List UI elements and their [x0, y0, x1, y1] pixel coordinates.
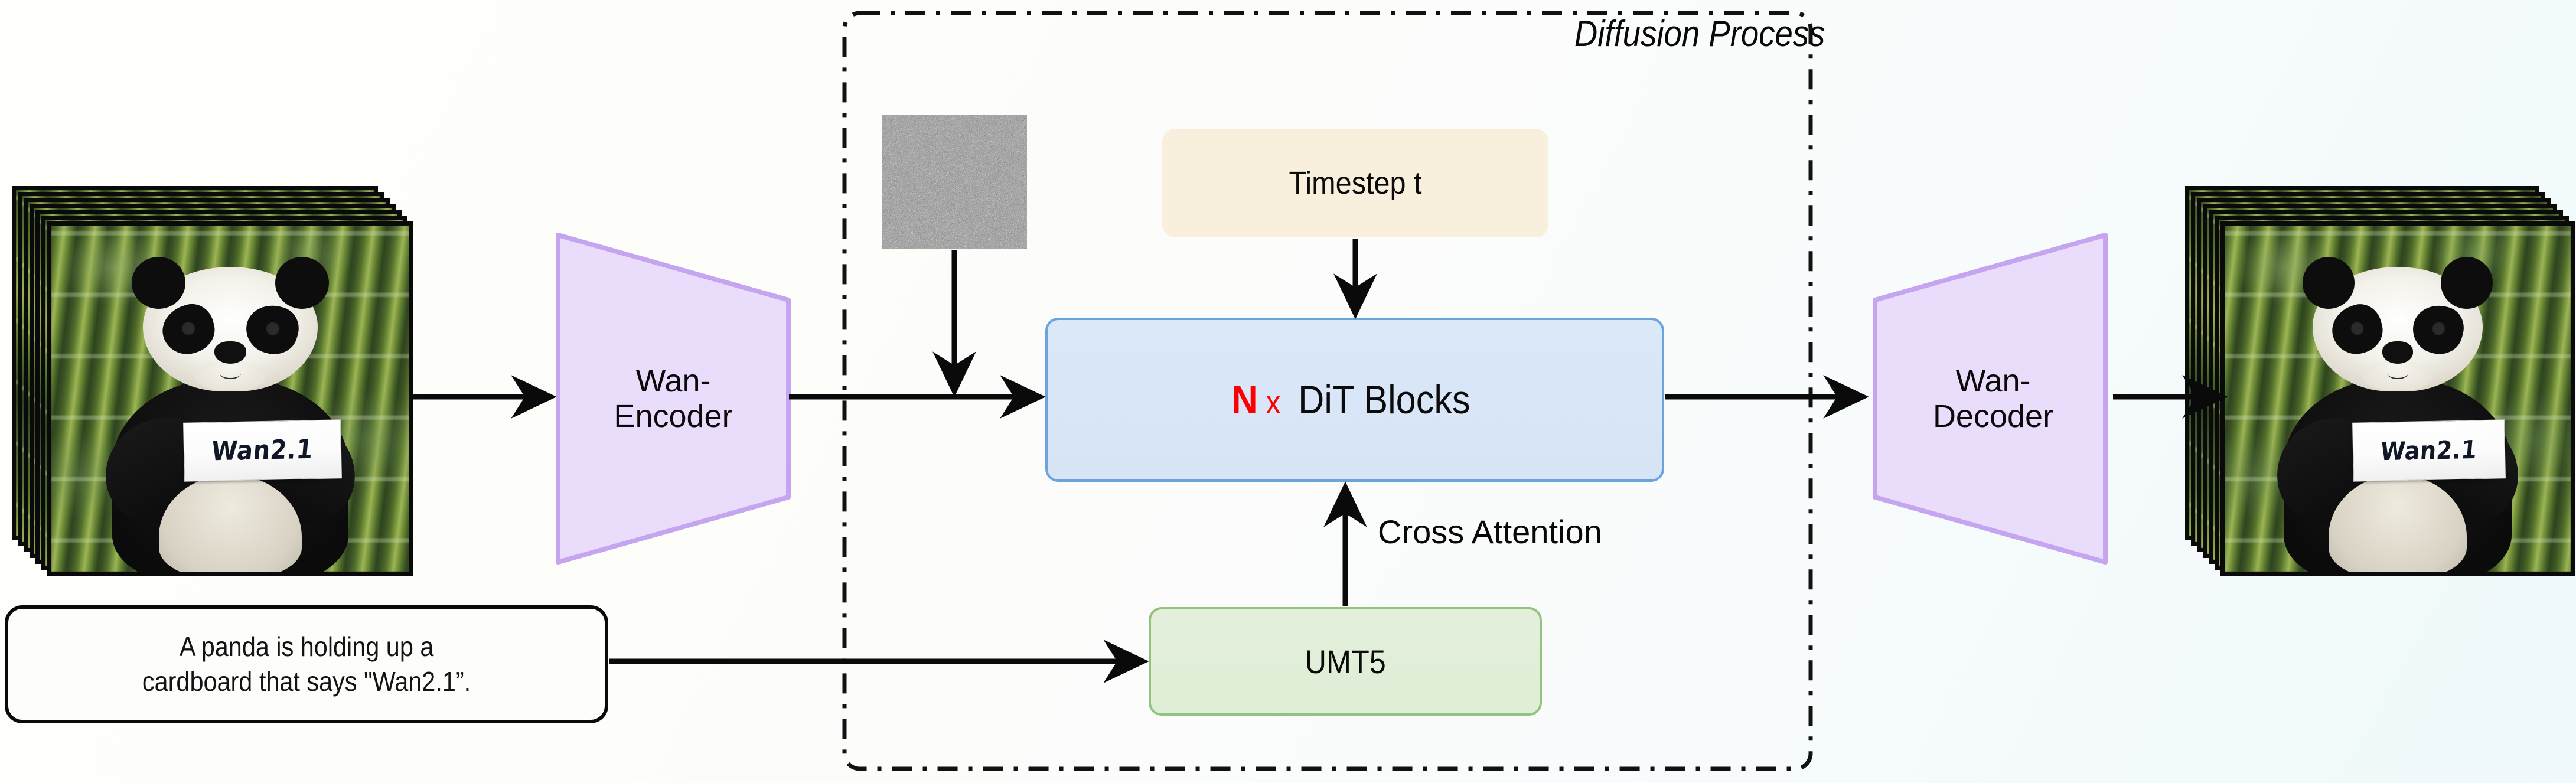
diffusion-process-container: [841, 9, 1814, 772]
dit-blocks-label: DiT Blocks: [1297, 377, 1470, 422]
panda-illustration: [2225, 226, 2571, 572]
umt5-block[interactable]: UMT5: [1149, 607, 1542, 716]
panda-sign: Wan2.1: [2352, 419, 2506, 482]
timestep-label: Timestep t: [1289, 165, 1422, 201]
dit-x-symbol: x: [1266, 383, 1281, 420]
input-video-stack: Wan2.1: [12, 186, 413, 576]
panda-sign-text: Wan2.1: [210, 434, 315, 467]
output-video-stack: Wan2.1: [2185, 186, 2575, 576]
gaussian-noise-patch: [882, 115, 1027, 249]
panda-sign-text: Wan2.1: [2379, 435, 2479, 466]
umt5-label: UMT5: [1305, 642, 1386, 680]
input-frame-front: Wan2.1: [47, 221, 413, 576]
timestep-block[interactable]: Timestep t: [1162, 129, 1548, 237]
prompt-line-2: cardboard that says "Wan2.1”.: [142, 666, 471, 697]
cross-attention-label: Cross Attention: [1378, 513, 1602, 550]
diffusion-process-label: Diffusion Process: [1574, 14, 1825, 54]
wan-decoder-block[interactable]: Wan- Decoder: [1866, 230, 2108, 567]
panda-illustration: [51, 226, 409, 572]
dit-blocks-block[interactable]: N x DiT Blocks: [1045, 318, 1664, 482]
prompt-textbox[interactable]: A panda is holding up a cardboard that s…: [5, 605, 608, 723]
dit-n-multiplier: N: [1231, 377, 1258, 422]
wan-encoder-block[interactable]: Wan- Encoder: [555, 230, 797, 567]
output-frame-front: Wan2.1: [2220, 221, 2575, 576]
panda-sign: Wan2.1: [183, 419, 342, 482]
prompt-line-1: A panda is holding up a: [179, 631, 434, 663]
